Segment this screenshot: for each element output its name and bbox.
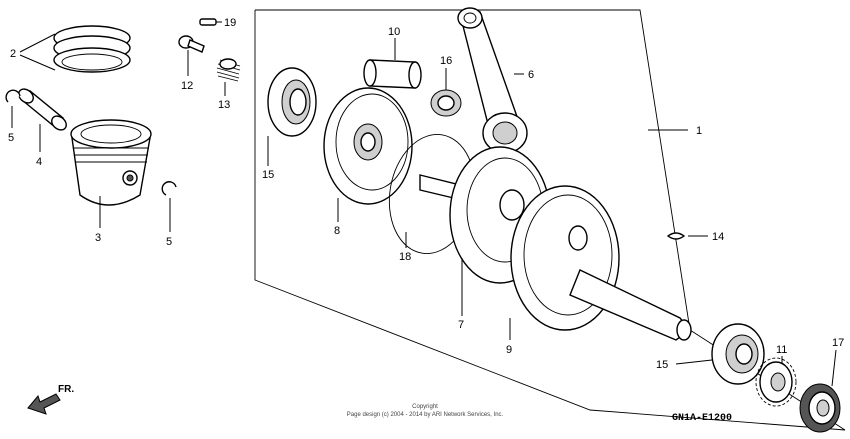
callout-13: 13 [218, 99, 230, 111]
callout-7: 7 [458, 319, 464, 331]
copyright-title: Copyright [412, 404, 438, 410]
timing-gear[interactable] [755, 357, 797, 407]
callout-6: 6 [528, 69, 534, 81]
callout-11: 11 [776, 344, 787, 356]
callout-8: 8 [334, 225, 340, 237]
needle-bearing[interactable] [430, 89, 462, 117]
callout-15b: 15 [656, 359, 668, 371]
crank-flywheel-left[interactable] [323, 87, 413, 205]
callout-19: 19 [224, 17, 236, 29]
piston-pin-clip-right[interactable] [161, 181, 177, 196]
callout-4: 4 [36, 156, 42, 168]
callout-18: 18 [399, 251, 411, 263]
callout-10: 10 [388, 26, 400, 38]
callout-14: 14 [712, 231, 724, 243]
callout-5b: 5 [166, 236, 172, 248]
callout-9: 9 [506, 344, 512, 356]
diagram-code: GN1A-E1200 [672, 413, 732, 424]
copyright-line: Page design (c) 2004 - 2014 by ARI Netwo… [347, 412, 504, 418]
leader-lines [11, 21, 837, 387]
spring[interactable] [216, 58, 241, 82]
callout-17: 17 [832, 337, 844, 349]
bolt[interactable] [178, 35, 205, 53]
woodruff-key[interactable] [666, 232, 686, 240]
piston-rings[interactable] [53, 25, 131, 73]
callout-2: 2 [10, 48, 16, 60]
connecting-rod[interactable] [457, 7, 528, 154]
front-direction-label: FR. [58, 384, 74, 395]
bearing-left[interactable] [267, 67, 317, 137]
piston[interactable] [70, 119, 152, 206]
bearing-right[interactable] [711, 323, 765, 385]
piston-pin[interactable] [16, 86, 69, 132]
callout-16: 16 [440, 55, 452, 67]
pin[interactable] [199, 18, 217, 26]
oil-seal[interactable] [799, 383, 841, 433]
front-direction-arrow: FR. [27, 384, 74, 415]
callout-1: 1 [696, 125, 702, 137]
callout-15a: 15 [262, 169, 274, 181]
callout-3: 3 [95, 232, 101, 244]
piston-pin-clip-left[interactable] [5, 89, 21, 103]
assembly-frame [254, 9, 846, 431]
callout-5a: 5 [8, 132, 14, 144]
crankshaft-left[interactable] [510, 185, 692, 341]
callout-12: 12 [181, 80, 193, 92]
crank-pin[interactable] [363, 59, 422, 89]
